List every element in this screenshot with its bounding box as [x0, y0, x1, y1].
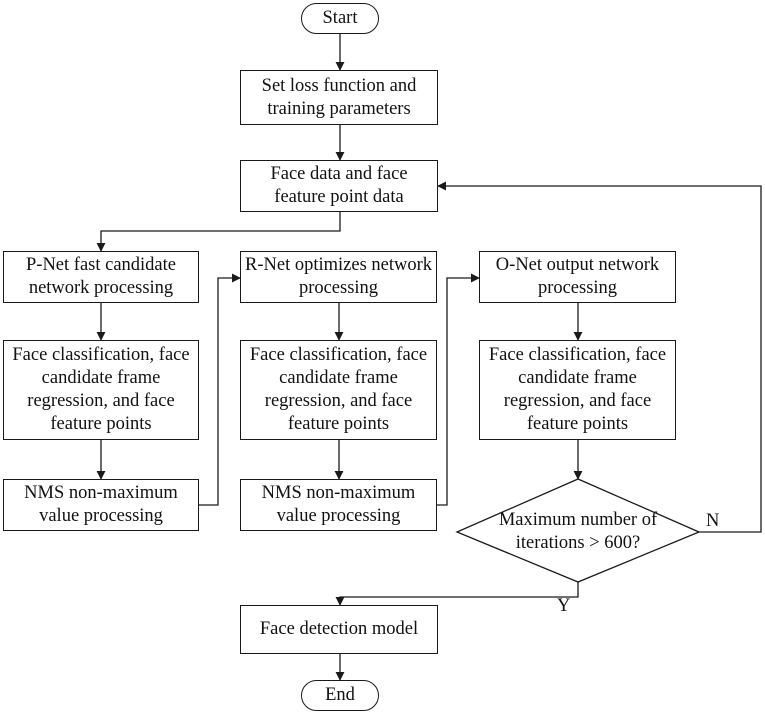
- onet-classification-box: Face classification, face candidate fram…: [479, 340, 676, 440]
- face-data-box: Face data and face feature point data: [240, 160, 438, 212]
- arrow-decision-yes-to-model: [335, 582, 579, 606]
- set-loss-box: Set loss function and training parameter…: [240, 70, 438, 125]
- start-terminal: Start: [301, 3, 379, 34]
- rnet-nms-box: NMS non-maximum value processing: [240, 479, 437, 531]
- decision-text: Maximum number of iterations > 600?: [498, 510, 658, 553]
- arrow-rnet-nms-to-onet: [437, 273, 480, 506]
- arrow-face-data-to-pnet: [96, 212, 341, 252]
- pnet-box: P-Net fast candidate network processing: [3, 251, 199, 303]
- arrow-decision-no-loop: [437, 181, 762, 533]
- decision-diamond: [455, 478, 701, 583]
- rnet-classification-box: Face classification, face candidate fram…: [240, 340, 437, 440]
- rnet-box: R-Net optimizes network processing: [240, 251, 437, 303]
- arrow-pnet-nms-to-rnet: [199, 273, 241, 506]
- face-detection-model-box: Face detection model: [240, 605, 438, 654]
- onet-box: O-Net output network processing: [479, 251, 676, 303]
- pnet-classification-box: Face classification, face candidate fram…: [3, 340, 199, 440]
- pnet-nms-box: NMS non-maximum value processing: [3, 479, 199, 531]
- no-branch-label: N: [706, 511, 720, 531]
- end-terminal: End: [301, 680, 379, 711]
- yes-branch-label: Y: [557, 596, 571, 616]
